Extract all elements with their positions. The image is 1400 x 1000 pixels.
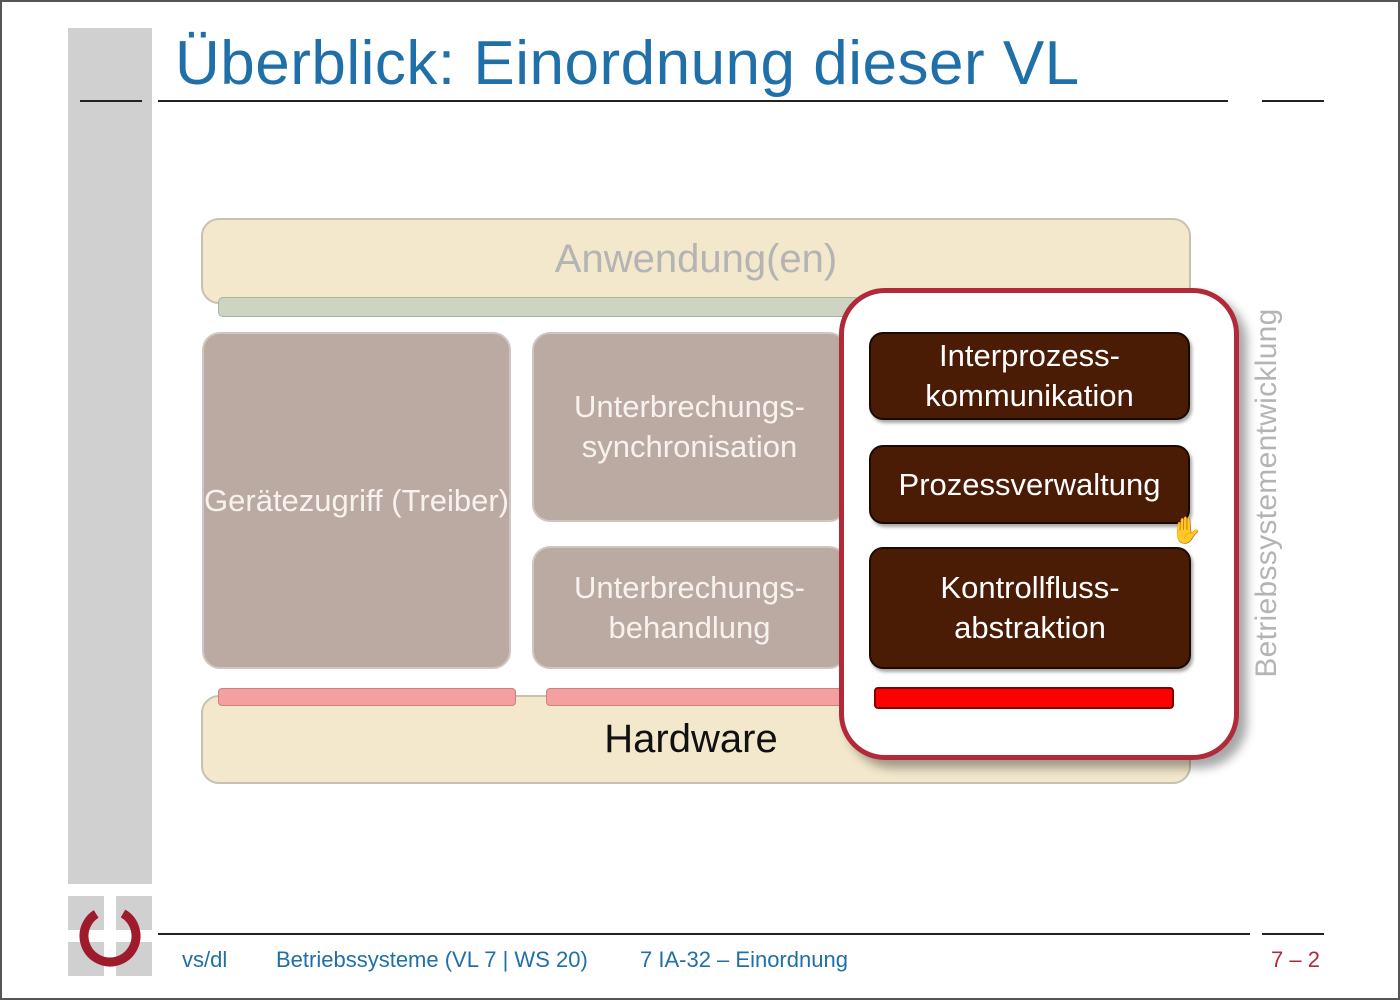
- layer-device-access: Gerätezugriff (Treiber): [202, 332, 511, 669]
- hardware-interface-bar-left: [218, 688, 516, 706]
- hardware-interface-bar-highlighted: [874, 687, 1174, 709]
- layer-ipc: Interprozess- kommunikation: [869, 332, 1190, 420]
- footer-author: vs/dl: [182, 947, 228, 972]
- layer-process-management: Prozessverwaltung: [869, 445, 1190, 524]
- slide-side-bar: [68, 28, 152, 884]
- slide-title: Überblick: Einordnung dieser VL: [175, 29, 1080, 98]
- footer-rule: [158, 933, 1250, 935]
- layer-control-flow: Kontrollfluss- abstraktion: [869, 547, 1191, 669]
- applications-interface-bar: [218, 297, 860, 317]
- footer-course: Betriebssysteme (VL 7 | WS 20): [276, 947, 588, 972]
- footer-page-number: 7 – 2: [1271, 947, 1320, 972]
- layer-hardware-label: Hardware: [604, 717, 778, 761]
- hand-cursor-icon: ✋: [1170, 515, 1203, 545]
- title-rule-right: [1262, 100, 1324, 102]
- side-label: Betriebssystementwicklung: [1250, 308, 1283, 678]
- layer-interrupt-sync: Unterbrechungs- synchronisation: [532, 332, 847, 522]
- university-logo-icon: [68, 896, 152, 976]
- footer-rule-right: [1262, 933, 1324, 935]
- hardware-interface-bar-middle: [546, 688, 848, 706]
- title-rule-left: [80, 100, 142, 102]
- title-rule: [158, 100, 1228, 102]
- footer-section: 7 IA-32 – Einordnung: [640, 947, 848, 972]
- layer-interrupt-handling: Unterbrechungs- behandlung: [532, 546, 847, 669]
